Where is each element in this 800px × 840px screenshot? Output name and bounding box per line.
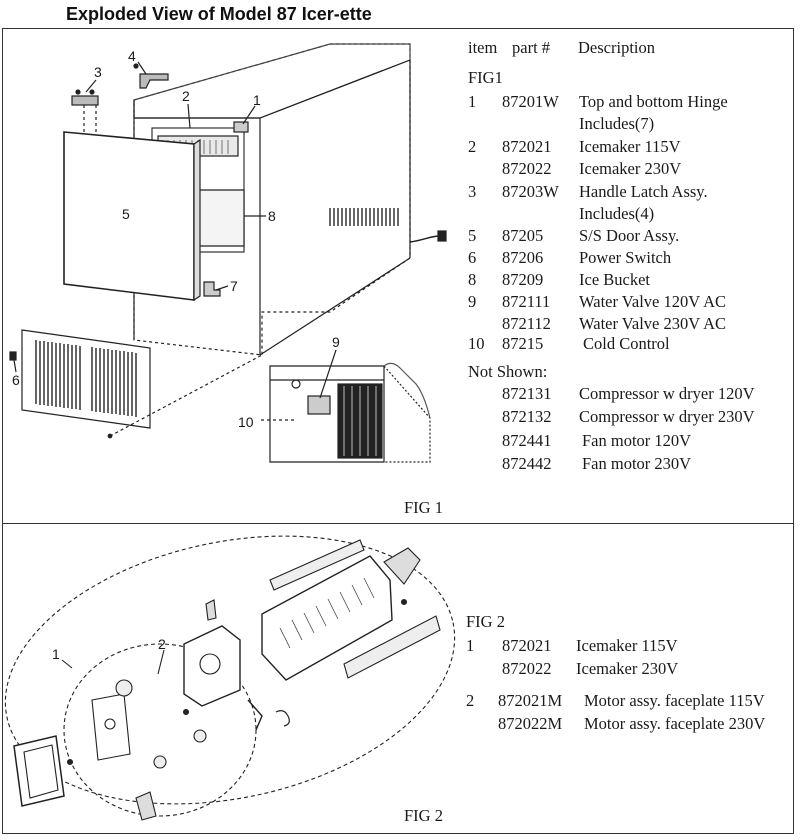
fig1-callout-3: 3 — [94, 64, 102, 80]
header-item: item — [468, 38, 498, 57]
header-part: part # — [512, 38, 551, 57]
fig1-parts-list: item part # Description FIG1 1 87201W To… — [468, 38, 755, 473]
page-title: Exploded View of Model 87 Icer-ette — [66, 4, 372, 24]
fig1-callout-4: 4 — [128, 48, 136, 64]
fig2-callout-1: 1 — [52, 646, 60, 662]
fig2-caption: FIG 2 — [404, 806, 443, 825]
figure-frame — [2, 28, 794, 834]
not-shown-label: Not Shown: — [468, 362, 548, 381]
figure-divider — [2, 523, 794, 524]
header-description: Description — [578, 38, 655, 57]
fig1-callout-8: 8 — [268, 208, 276, 224]
fig1-callout-10: 10 — [238, 414, 254, 430]
fig1-caption: FIG 1 — [404, 498, 443, 517]
fig1-callout-2: 2 — [182, 88, 190, 104]
fig1-callout-6: 6 — [12, 372, 20, 388]
fig1-callout-1: 1 — [253, 92, 261, 108]
fig1-callout-9: 9 — [332, 334, 340, 350]
fig1-callout-5: 5 — [122, 206, 130, 222]
fig2-callout-2: 2 — [158, 636, 166, 652]
fig1-callout-7: 7 — [230, 278, 238, 294]
section-label: FIG1 — [468, 68, 503, 87]
section-label: FIG 2 — [466, 612, 505, 631]
